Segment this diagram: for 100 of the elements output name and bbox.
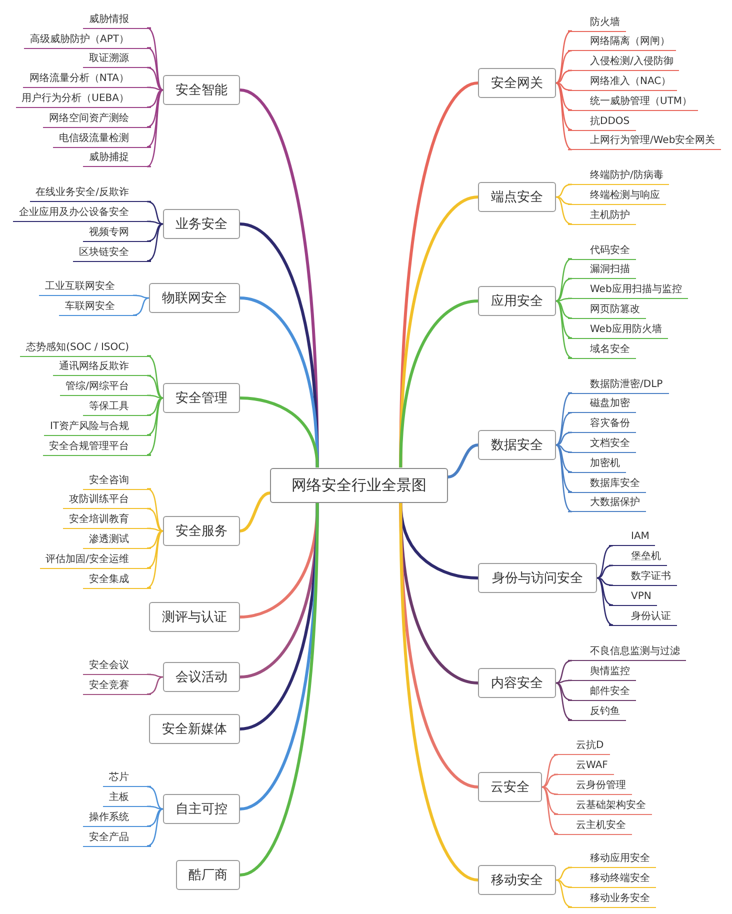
subtopic-connector bbox=[556, 30, 573, 84]
subtopic-label: 域名安全 bbox=[568, 342, 636, 358]
subtopic-connector bbox=[556, 82, 573, 111]
subtopic-label: 网络流量分析（NTA） bbox=[23, 71, 151, 88]
subtopic-label: 不良信息监测与过滤 bbox=[568, 644, 686, 662]
subtopic-label: 终端检测与响应 bbox=[568, 188, 666, 205]
branch-topic-box: 数据安全 bbox=[478, 430, 556, 460]
branch-topic-box: 业务安全 bbox=[163, 209, 240, 239]
subtopic-connector bbox=[556, 660, 573, 684]
branch-connector bbox=[399, 300, 478, 468]
branch-topic-box: 安全服务 bbox=[163, 516, 240, 546]
subtopic-label: 终端防护/防病毒 bbox=[568, 168, 670, 186]
subtopic-connector bbox=[146, 86, 164, 91]
subtopic-connector bbox=[556, 879, 573, 908]
subtopic-connector bbox=[556, 300, 573, 358]
subtopic-label: 移动终端安全 bbox=[568, 871, 656, 888]
subtopic-label: 数据防泄密/DLP bbox=[568, 376, 669, 394]
subtopic-label: 入侵检测/入侵防御 bbox=[568, 54, 680, 72]
subtopic-label: 大数据保护 bbox=[568, 495, 646, 512]
subtopic-label: 企业应用及办公设备安全 bbox=[13, 205, 151, 222]
subtopic-label: 代码安全 bbox=[568, 242, 636, 260]
subtopic-connector bbox=[146, 223, 164, 262]
branch-connector bbox=[240, 502, 319, 876]
subtopic-connector bbox=[146, 808, 164, 847]
branch-topic-box: 酷厂商 bbox=[176, 860, 240, 890]
subtopic-label: 安全集成 bbox=[83, 572, 151, 588]
branch-topic-box: 安全管理 bbox=[163, 383, 240, 413]
subtopic-label: 取证溯源 bbox=[83, 51, 151, 68]
subtopic-connector bbox=[146, 374, 164, 399]
subtopic-label: 身份认证 bbox=[609, 608, 677, 626]
subtopic-connector bbox=[146, 397, 164, 416]
subtopic-label: 数据库安全 bbox=[568, 476, 646, 493]
subtopic-label: 舆情监控 bbox=[568, 664, 636, 682]
subtopic-connector bbox=[146, 808, 164, 827]
subtopic-label: 电信级流量检测 bbox=[53, 130, 151, 148]
subtopic-label: 容灾备份 bbox=[568, 416, 636, 434]
subtopic-connector bbox=[556, 82, 573, 130]
branch-topic-box: 安全网关 bbox=[478, 68, 556, 98]
subtopic-label: Web应用扫描与监控 bbox=[568, 282, 688, 300]
subtopic-connector bbox=[556, 278, 573, 302]
subtopic-label: 安全培训教育 bbox=[63, 512, 151, 530]
subtopic-label: 网络隔离（网闸） bbox=[568, 34, 676, 52]
subtopic-connector bbox=[556, 444, 573, 512]
subtopic-connector bbox=[542, 786, 559, 834]
subtopic-label: 区块链安全 bbox=[73, 244, 151, 262]
subtopic-label: 移动应用安全 bbox=[568, 851, 656, 868]
subtopic-connector bbox=[146, 488, 164, 532]
subtopic-label: 漏洞扫描 bbox=[568, 262, 636, 280]
subtopic-label: 工业互联网安全 bbox=[39, 279, 137, 296]
subtopic-connector bbox=[146, 676, 164, 695]
branch-connector bbox=[240, 396, 319, 468]
subtopic-label: 主板 bbox=[103, 790, 151, 808]
subtopic-connector bbox=[556, 682, 573, 701]
subtopic-connector bbox=[146, 674, 164, 678]
subtopic-connector bbox=[556, 444, 573, 473]
subtopic-label: 安全竞赛 bbox=[83, 678, 151, 695]
subtopic-connector bbox=[146, 47, 164, 91]
subtopic-label: 防火墙 bbox=[568, 14, 626, 32]
subtopic-label: 网页防篡改 bbox=[568, 302, 646, 319]
subtopic-label: 威胁情报 bbox=[83, 12, 151, 29]
subtopic-label: 安全产品 bbox=[83, 830, 151, 847]
subtopic-connector bbox=[556, 879, 573, 888]
subtopic-connector bbox=[146, 220, 164, 225]
subtopic-label: 操作系统 bbox=[83, 810, 151, 827]
subtopic-label: 抗DDOS bbox=[568, 114, 636, 131]
subtopic-connector bbox=[132, 297, 150, 316]
subtopic-connector bbox=[146, 397, 164, 436]
subtopic-label: 云抗D bbox=[554, 738, 610, 756]
branch-topic-box: 身份与访问安全 bbox=[478, 563, 597, 593]
subtopic-connector bbox=[556, 300, 573, 339]
subtopic-connector bbox=[146, 508, 164, 532]
branch-connector bbox=[240, 492, 270, 532]
subtopic-connector bbox=[556, 444, 573, 453]
subtopic-label: 磁盘加密 bbox=[568, 396, 636, 414]
branch-topic-box: 云安全 bbox=[478, 772, 542, 802]
subtopic-connector bbox=[146, 397, 164, 456]
subtopic-connector bbox=[146, 806, 164, 810]
subtopic-connector bbox=[556, 50, 573, 84]
subtopic-connector bbox=[146, 89, 164, 168]
subtopic-connector bbox=[146, 200, 164, 225]
subtopic-connector bbox=[556, 444, 573, 492]
subtopic-label: 网络空间资产测绘 bbox=[43, 110, 151, 128]
subtopic-label: 统一威胁管理（UTM） bbox=[568, 94, 698, 111]
subtopic-connector bbox=[146, 786, 164, 810]
subtopic-connector bbox=[556, 412, 573, 446]
subtopic-label: 管综/网综平台 bbox=[60, 379, 151, 396]
subtopic-label: 云WAF bbox=[554, 758, 614, 776]
subtopic-label: 移动业务安全 bbox=[568, 890, 656, 908]
subtopic-connector bbox=[146, 223, 164, 242]
subtopic-connector bbox=[146, 530, 164, 588]
subtopic-label: 上网行为管理/Web安全网关 bbox=[568, 133, 722, 150]
subtopic-label: 主机防护 bbox=[568, 208, 636, 225]
subtopic-connector bbox=[556, 82, 573, 150]
subtopic-connector bbox=[146, 89, 164, 148]
branch-topic-box: 测评与认证 bbox=[149, 602, 240, 632]
subtopic-label: 视频专网 bbox=[83, 224, 151, 242]
subtopic-connector bbox=[542, 786, 559, 795]
subtopic-connector bbox=[556, 300, 573, 319]
subtopic-label: 安全合规管理平台 bbox=[43, 438, 151, 456]
subtopic-label: 渗透测试 bbox=[83, 532, 151, 549]
